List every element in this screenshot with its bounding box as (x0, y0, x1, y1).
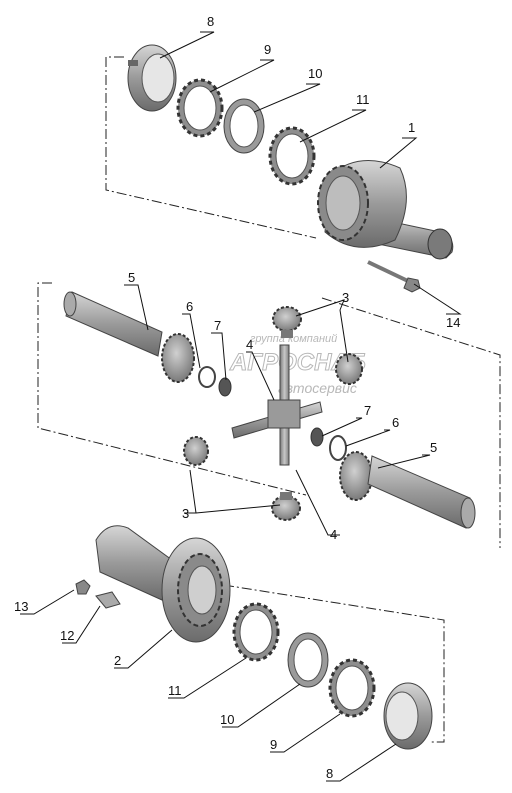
housing-1 (317, 159, 454, 260)
assembly-axis-lines (37, 56, 501, 743)
callout-4-bottom: 4 (330, 527, 337, 542)
callout-7-left: 7 (214, 318, 221, 333)
bolt-14 (367, 260, 421, 293)
satellite-gear-3-left (183, 436, 209, 466)
callout-6-right: 6 (392, 415, 399, 430)
washer-7-right (310, 427, 324, 447)
callout-10-bottom: 10 (220, 712, 234, 727)
callout-1: 1 (408, 120, 415, 135)
callout-8-bottom: 8 (326, 766, 333, 781)
callout-10-top: 10 (308, 66, 322, 81)
callout-4-top: 4 (246, 337, 253, 352)
friction-disc-11-top (268, 126, 316, 186)
satellite-gear-3-right (335, 353, 363, 385)
callout-labels: 8 9 10 11 1 14 5 6 7 3 4 7 6 5 3 4 13 12… (14, 14, 460, 781)
callout-3-top: 3 (342, 290, 349, 305)
callout-11-bottom: 11 (168, 683, 182, 698)
callout-11-top: 11 (356, 92, 370, 107)
spider-cross-4 (231, 344, 323, 466)
callout-5-left: 5 (128, 270, 135, 285)
plain-disc-10-bottom (287, 632, 329, 688)
ring-8-bottom (383, 682, 433, 750)
half-shaft-5-right (339, 451, 476, 529)
callout-14: 14 (446, 315, 460, 330)
callout-3-bottom: 3 (182, 506, 189, 521)
ring-6-right (329, 435, 347, 461)
callout-5-right: 5 (430, 440, 437, 455)
callout-2: 2 (114, 653, 121, 668)
callout-6-left: 6 (186, 299, 193, 314)
watermark-line1: группа компаний (250, 333, 337, 345)
callout-9-top: 9 (264, 42, 271, 57)
housing-2 (95, 525, 231, 643)
plain-disc-10-top (223, 98, 265, 154)
friction-disc-9-top (176, 78, 224, 138)
watermark: группа компаний АГРОСНАБ автосервис (229, 333, 367, 396)
callout-9-bottom: 9 (270, 737, 277, 752)
ring-6-left (198, 366, 216, 388)
satellite-gear-3-top (272, 306, 302, 338)
friction-disc-9-bottom (328, 658, 376, 718)
leader-lines (20, 31, 462, 782)
lock-plate-12 (95, 591, 121, 609)
callout-12: 12 (60, 628, 74, 643)
nut-13 (75, 579, 91, 595)
watermark-line3: автосервис (278, 380, 357, 396)
friction-disc-11-bottom (232, 602, 280, 662)
washer-7-left (218, 377, 232, 397)
ring-8-top (127, 44, 177, 112)
satellite-gear-3-bottom (271, 492, 301, 521)
callout-8-top: 8 (207, 14, 214, 29)
callout-7-right: 7 (364, 403, 371, 418)
half-shaft-5-left (63, 291, 195, 383)
callout-13: 13 (14, 599, 28, 614)
